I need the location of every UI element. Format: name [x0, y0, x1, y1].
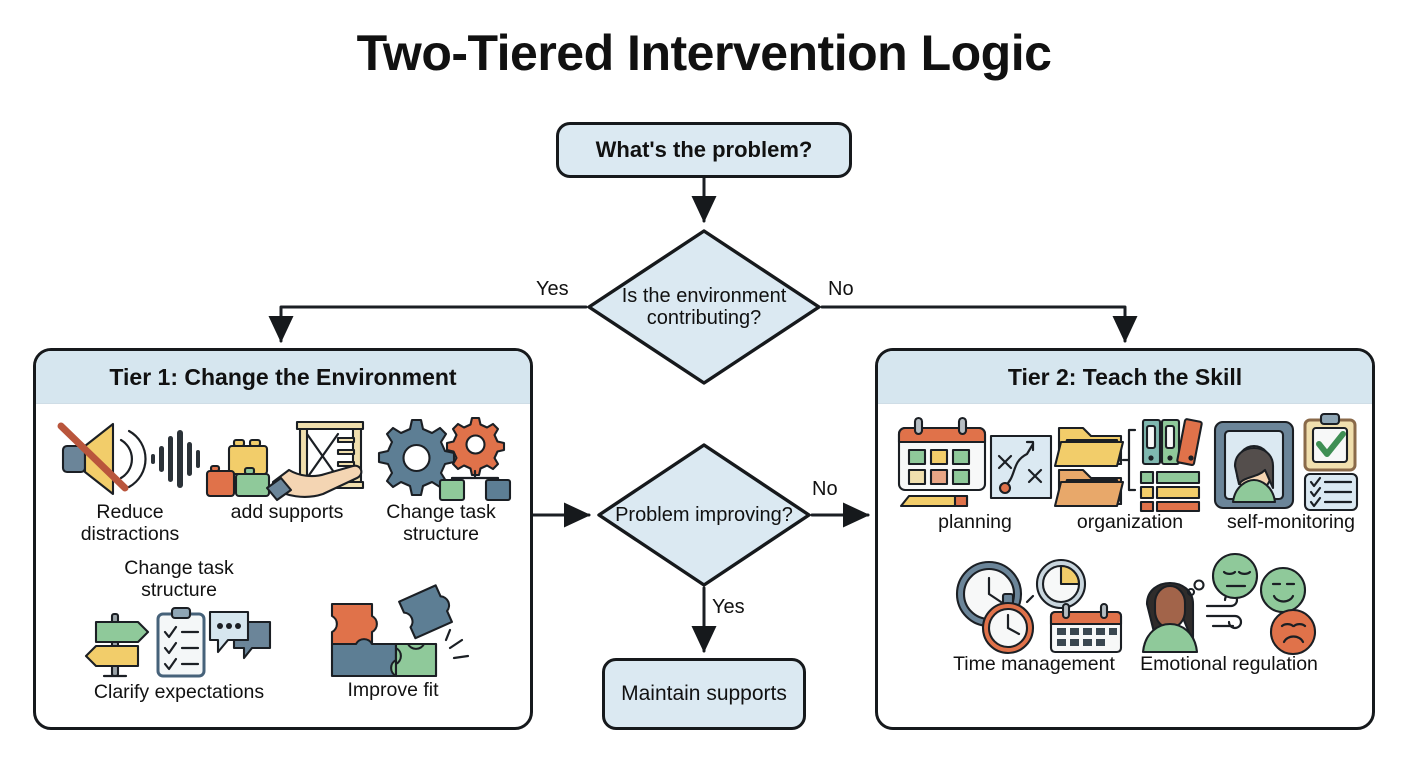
start-node[interactable]: What's the problem? — [556, 122, 852, 178]
tier2-body: planning — [878, 404, 1372, 727]
page-title: Two-Tiered Intervention Logic — [356, 25, 1052, 81]
maintain-supports-node[interactable]: Maintain supports — [602, 658, 806, 730]
mirror-checklist-icon — [1208, 412, 1372, 512]
signpost-clipboard-chat-icon — [84, 604, 274, 680]
blocks-scaffold-hand-icon — [204, 414, 370, 502]
start-node-label: What's the problem? — [595, 137, 813, 163]
tier2-item-label: organization — [1076, 511, 1184, 533]
tier1-item-label: Clarify expectations — [93, 680, 265, 703]
tier1-item-improve-fit[interactable]: Improve fit — [308, 584, 478, 702]
diamond-shape — [597, 443, 811, 587]
edge-label-no-improving: No — [812, 478, 838, 500]
person-emotions-icon — [1130, 552, 1328, 656]
edge-label-no-environment: No — [828, 278, 854, 300]
tier1-item-reduce-distractions[interactable]: Reduce distractions — [54, 414, 206, 546]
tier1-item-change-task-structure[interactable]: Change task structure — [366, 414, 516, 546]
tier2-item-label: Time management — [953, 653, 1115, 675]
tier1-duplicate-heading: Change task structure — [124, 557, 234, 601]
tier2-item-self-monitoring[interactable]: self-monitoring — [1208, 412, 1372, 534]
tier1-header: Tier 1: Change the Environment — [36, 351, 530, 404]
tier2-item-organization[interactable]: organization — [1050, 412, 1210, 534]
folders-binders-list-icon — [1050, 412, 1210, 513]
muted-speaker-icon — [54, 414, 206, 500]
puzzle-pieces-icon — [308, 584, 478, 678]
tier1-item-clarify-expectations[interactable]: Change task structure — [84, 556, 274, 703]
tier1-body: Reduce distractions — [36, 404, 530, 727]
tier1-item-add-supports[interactable]: add supports — [204, 414, 370, 524]
tier2-item-label: Emotional regulation — [1140, 653, 1318, 675]
edge-label-yes-environment: Yes — [536, 278, 569, 300]
tier2-item-emotional-regulation[interactable]: Emotional regulation — [1130, 552, 1328, 676]
diamond-shape — [587, 229, 821, 385]
maintain-supports-label: Maintain supports — [621, 681, 787, 705]
gears-flowchart-icon — [366, 414, 516, 502]
tier2-card[interactable]: Tier 2: Teach the Skill — [875, 348, 1375, 730]
tier1-card[interactable]: Tier 1: Change the Environment — [33, 348, 533, 730]
edge-label-yes-improving: Yes — [712, 596, 745, 618]
tier1-item-label: Change task structure — [386, 501, 496, 545]
decision-environment-label: Is the environment contributing? — [621, 284, 787, 329]
decision-improving[interactable]: Problem improving? — [596, 442, 812, 588]
clocks-stopwatch-calendar-icon — [940, 556, 1128, 655]
tier2-item-label: self-monitoring — [1227, 511, 1355, 533]
tier2-item-label: planning — [938, 511, 1012, 533]
decision-environment[interactable]: Is the environment contributing? — [586, 228, 822, 386]
tier1-item-label: Reduce distractions — [80, 501, 180, 545]
calendar-pencil-strategy-icon — [892, 412, 1058, 510]
tier2-item-planning[interactable]: planning — [892, 412, 1058, 534]
decision-improving-label: Problem improving? — [615, 503, 793, 526]
tier1-item-label: add supports — [230, 501, 344, 523]
tier2-header: Tier 2: Teach the Skill — [878, 351, 1372, 404]
tier1-item-label: Improve fit — [347, 679, 439, 701]
tier2-item-time-management[interactable]: Time management — [940, 556, 1128, 676]
